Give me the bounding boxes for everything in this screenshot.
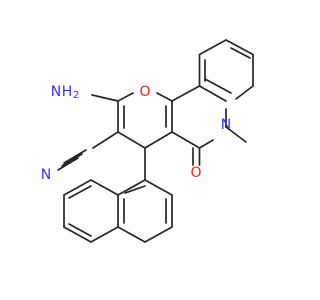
bond bbox=[171, 131, 201, 149]
bond bbox=[225, 39, 254, 56]
amine-hydrogen-label: H bbox=[62, 84, 73, 100]
bond bbox=[90, 226, 119, 243]
bond bbox=[63, 179, 92, 196]
bond bbox=[63, 149, 87, 164]
bond bbox=[117, 179, 146, 196]
bond bbox=[171, 85, 201, 102]
ring-nitrogen-label: N bbox=[221, 117, 231, 133]
bond bbox=[204, 78, 232, 94]
amine-nitrogen-label: N bbox=[51, 84, 61, 100]
bond bbox=[198, 85, 227, 102]
bond bbox=[63, 226, 92, 243]
molecule-structure-diagram: N H 2 O N N O bbox=[41, 39, 254, 243]
bond bbox=[144, 226, 173, 243]
bond-lines bbox=[57, 39, 254, 243]
amine-subscript: 2 bbox=[73, 90, 79, 101]
bond bbox=[144, 179, 173, 196]
bond bbox=[198, 139, 214, 149]
bond bbox=[198, 39, 227, 56]
carbonyl-oxygen-label: O bbox=[190, 165, 201, 181]
bond bbox=[91, 94, 119, 102]
ring-oxygen-label: O bbox=[139, 84, 150, 100]
nitrile-nitrogen-label: N bbox=[41, 167, 51, 183]
bond bbox=[117, 92, 134, 102]
bond bbox=[156, 92, 173, 102]
bond bbox=[117, 131, 146, 149]
atom-labels: N H 2 O N N O bbox=[41, 84, 231, 183]
bond bbox=[92, 131, 119, 149]
bond bbox=[90, 179, 119, 196]
bond bbox=[57, 157, 79, 171]
bond bbox=[117, 226, 146, 243]
bond bbox=[230, 47, 251, 59]
bond bbox=[61, 153, 83, 167]
bond bbox=[68, 223, 92, 237]
bond bbox=[144, 131, 173, 149]
bond bbox=[124, 185, 146, 194]
bond bbox=[68, 185, 92, 199]
bond bbox=[235, 85, 254, 100]
bond bbox=[225, 126, 247, 143]
